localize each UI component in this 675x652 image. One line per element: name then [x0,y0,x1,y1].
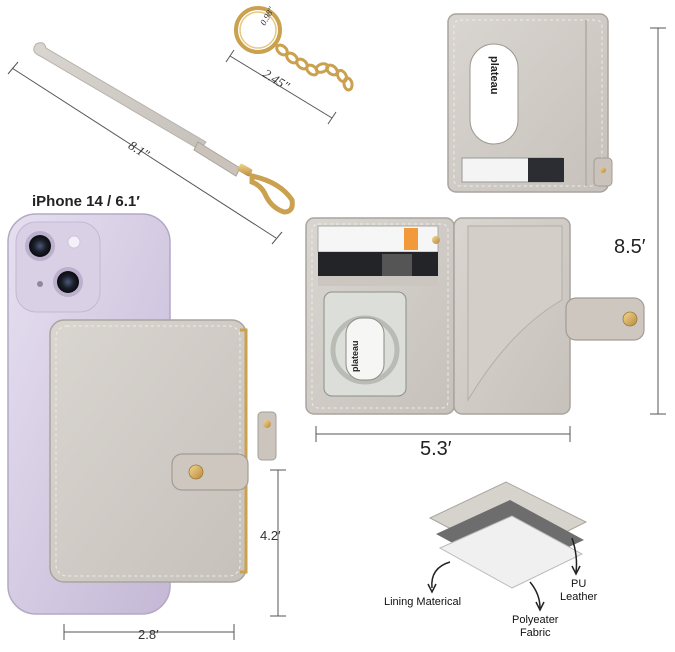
open-dimension-lines [315,27,666,442]
material-layers [427,481,588,612]
pu-leather-label: PU Leather [560,578,597,604]
strap-dimension-line [7,61,283,245]
key-ring [234,6,354,92]
poly-line1: Polyeater [512,614,559,626]
closed-width-label: 2.8′ [138,627,159,642]
phone-model-label: iPhone 14 / 6.1′ [32,193,140,210]
closed-height-label: 4.2′ [260,528,281,543]
pu-line1: PU [571,578,587,590]
open-wallet [305,13,645,415]
polyester-fabric-label: Polyeater Fabric [512,614,558,640]
closed-wallet [49,319,277,583]
open-height-label: 8.5′ [614,236,646,258]
wrist-strap [33,42,295,215]
keyring-dimension-line [225,49,337,125]
brand-logo-inner: plateau [350,340,360,372]
open-width-label: 5.3′ [420,438,452,460]
closed-dimension-lines [63,469,286,640]
poly-line2: Fabric [519,627,551,639]
pu-line2: Leather [560,591,598,603]
lining-material-label: Lining Materical [384,596,462,608]
brand-logo-text: plateau [488,56,500,95]
